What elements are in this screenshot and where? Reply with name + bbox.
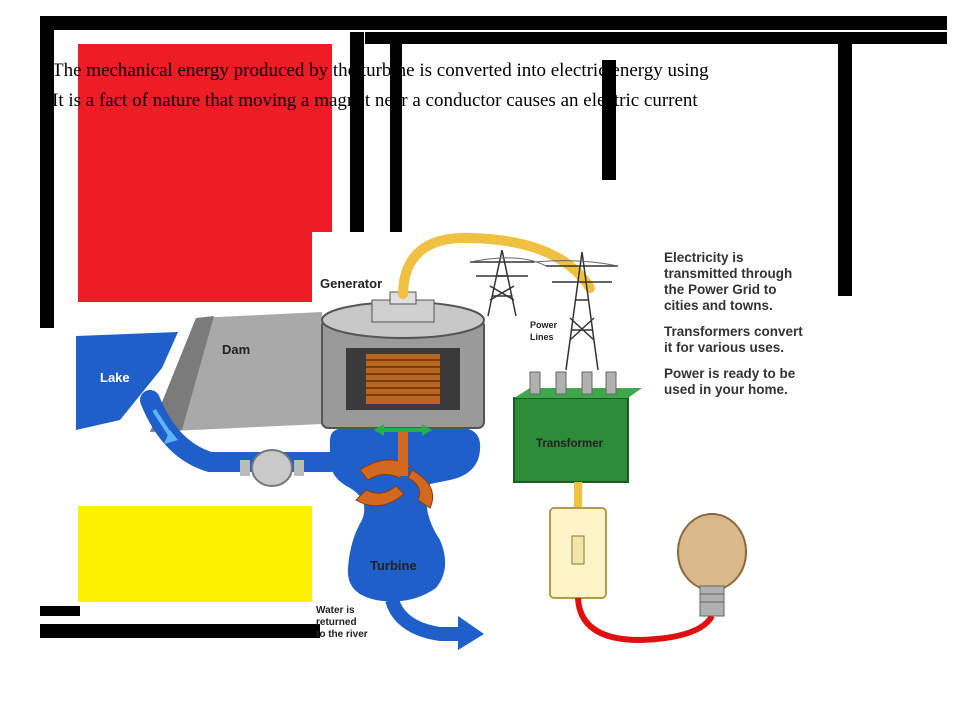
rotation-arrow-left-head xyxy=(374,424,384,436)
power-line-cables xyxy=(469,257,619,267)
frame-bar-vertical-1 xyxy=(390,44,402,232)
label-dam: Dam xyxy=(222,342,250,357)
return-flow-head xyxy=(458,616,484,650)
text-caret xyxy=(48,42,51,56)
label-power-lines-1: Power xyxy=(530,320,558,330)
label-water-return-3: to the river xyxy=(316,629,368,640)
red-block xyxy=(78,44,332,302)
frame-bar-vertical-2 xyxy=(602,60,616,180)
rotation-arrow-right-head xyxy=(422,424,432,436)
label-power-lines-2: Lines xyxy=(530,332,554,342)
light-bulb-base xyxy=(699,585,725,617)
turbine-blade-1 xyxy=(359,459,411,481)
frame-bar-inner-left xyxy=(350,32,364,232)
yellow-block xyxy=(78,506,322,602)
diagram-side-text: Electricity is transmitted through the P… xyxy=(664,250,814,408)
return-flow-shaft xyxy=(385,597,462,641)
transformer-box xyxy=(513,397,629,483)
turbine-blade-2 xyxy=(407,469,434,509)
wire-to-bulb xyxy=(575,597,715,644)
frame-bar-bottom xyxy=(40,624,320,638)
copper-coil xyxy=(366,354,440,404)
lake-water xyxy=(76,332,178,430)
power-tower-left xyxy=(470,249,534,317)
dam-face xyxy=(150,316,214,432)
valve-flange-right xyxy=(294,460,304,476)
label-turbine: Turbine xyxy=(370,558,417,573)
slide-text-line-2: It is a fact of nature that moving a mag… xyxy=(52,90,698,111)
valve xyxy=(251,449,293,487)
frame-bar-vertical-3 xyxy=(838,44,852,296)
power-wire-yellow xyxy=(398,232,595,299)
power-tower-right xyxy=(546,251,618,371)
label-water-return-1: Water is xyxy=(316,605,355,616)
side-text-home: Power is ready to be used in your home. xyxy=(664,366,796,397)
label-lake: Lake xyxy=(100,370,130,385)
frame-bar-inner-top xyxy=(365,32,947,44)
label-water-return-2: returned xyxy=(316,617,357,628)
turbine-blade-3 xyxy=(355,485,405,507)
side-text-grid: Electricity is transmitted through the P… xyxy=(664,250,793,313)
slide-text-line-1: The mechanical energy produced by the tu… xyxy=(52,60,709,81)
label-generator: Generator xyxy=(320,276,382,291)
frame-bar-left xyxy=(40,16,54,328)
frame-bar-bottom-short xyxy=(40,606,80,616)
valve-flange-left xyxy=(240,460,250,476)
label-transformer: Transformer xyxy=(536,438,604,450)
frame-bar-top xyxy=(40,16,947,30)
turbine-shaft xyxy=(398,394,408,476)
flow-arrow-head xyxy=(164,430,178,444)
light-bulb-glass xyxy=(677,513,747,591)
transformer-insulators xyxy=(529,371,617,395)
side-text-transformers: Transformers convert it for various uses… xyxy=(664,324,803,355)
light-switch-toggle xyxy=(571,535,585,565)
